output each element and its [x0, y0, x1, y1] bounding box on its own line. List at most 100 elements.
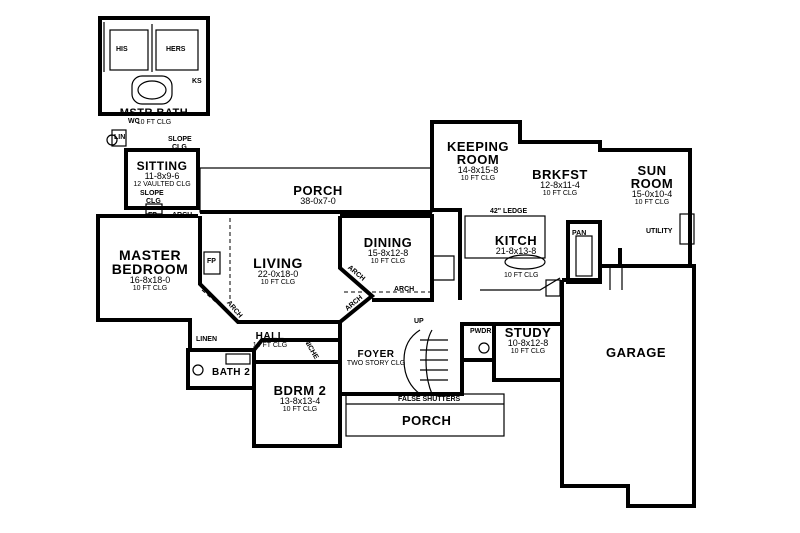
- ks-label: KS: [192, 78, 202, 85]
- sitting-dim: 11-8x9-6: [144, 171, 180, 181]
- bath2-name: BATH 2: [212, 367, 251, 378]
- front-porch-outline: [345, 393, 505, 437]
- sun-room-dim: 15-0x10-4: [631, 189, 673, 199]
- hers-closet: [155, 29, 199, 71]
- kitchen-sink-island: [504, 254, 546, 270]
- study-name: STUDY: [504, 325, 552, 340]
- sun-room-name-2: ROOM: [630, 176, 674, 191]
- porch-rear-name: PORCH: [293, 183, 343, 198]
- tub-basin: [137, 80, 167, 100]
- sun-room-label: SUN ROOM 15-0x10-4 10 FT CLG: [631, 164, 673, 206]
- pantry-shelf: [575, 235, 593, 277]
- arch-hall-label: ARCH: [394, 286, 415, 293]
- living-fireplace: [203, 251, 221, 275]
- porch-rear-label: PORCH 38-0x7-0: [293, 184, 342, 206]
- bathtub: [131, 75, 173, 105]
- hall-clg: 10 FT CLG: [252, 342, 288, 349]
- master-bedroom-label: MASTER BEDROOM 16-8x18-0 10 FT CLG: [112, 248, 189, 292]
- porch-front-name: PORCH: [402, 413, 452, 428]
- slope-clg-2b: CLG: [146, 198, 161, 205]
- keeping-room-name-1: KEEPING: [446, 139, 510, 154]
- up-label: UP: [414, 318, 424, 325]
- master-bedroom-name-2: BEDROOM: [111, 261, 189, 277]
- master-bedroom-dim: 16-8x18-0: [129, 275, 171, 285]
- study-clg: 10 FT CLG: [510, 348, 546, 355]
- study-dim: 10-8x12-8: [507, 338, 549, 348]
- sun-room-clg: 10 FT CLG: [634, 199, 670, 206]
- dining-name: DINING: [363, 235, 413, 250]
- ledge-label: 42" LEDGE: [490, 208, 528, 215]
- brkfst-label: BRKFST 12-8x11-4 10 FT CLG: [532, 168, 588, 197]
- slope-clg-2: SLOPE: [140, 190, 164, 197]
- arch-dash-3: [201, 289, 237, 321]
- stair-curve: [403, 329, 421, 395]
- keeping-room-label: KEEPING ROOM 14-8x15-8 10 FT CLG: [447, 140, 509, 182]
- sitting-clg: 12 VAULTED CLG: [133, 181, 191, 188]
- dining-dim: 15-8x12-8: [367, 248, 409, 258]
- fp-sitting-label: FP: [148, 212, 157, 219]
- living-label: LIVING 22-0x18-0 10 FT CLG: [253, 256, 303, 286]
- bdrm2-walls: [252, 360, 342, 448]
- bath2-toilet: [192, 364, 204, 376]
- pan-label: PAN: [572, 230, 587, 237]
- hers-label: HERS: [166, 46, 186, 53]
- living-name: LIVING: [253, 255, 303, 271]
- linen-label: LINEN: [196, 336, 217, 343]
- wc-box: [111, 129, 127, 147]
- bdrm2-name: BDRM 2: [273, 383, 327, 398]
- sun-room-name-1: SUN: [637, 163, 667, 178]
- brkfst-name: BRKFST: [532, 167, 588, 182]
- slope-clg-1: SLOPE: [168, 136, 192, 143]
- hall-name: HALL: [255, 331, 285, 342]
- dining-label: DINING 15-8x12-8 10 FT CLG: [364, 236, 413, 265]
- bath2-vanity: [225, 353, 251, 365]
- powder-toilet: [478, 342, 490, 354]
- mstr-bath-label: MSTR BATH 10 FT CLG: [119, 107, 189, 127]
- dining-cabinet: [431, 255, 455, 281]
- mstr-bath-clg: 10 FT CLG: [136, 119, 172, 126]
- sitting-name: SITTING: [136, 159, 188, 173]
- fp-living-label: FP: [207, 258, 216, 265]
- kitchen-counter: [480, 277, 561, 291]
- bdrm2-clg: 10 FT CLG: [282, 406, 318, 413]
- master-bedroom-clg: 10 FT CLG: [132, 285, 168, 292]
- keeping-room-clg: 10 FT CLG: [460, 175, 496, 182]
- keeping-room-dim: 14-8x15-8: [457, 165, 499, 175]
- keeping-room-walls: [430, 120, 692, 210]
- brkfst-clg: 10 FT CLG: [542, 190, 578, 197]
- kitchen-clg: 10 FT CLG: [504, 272, 539, 279]
- wc-label: WC: [128, 118, 140, 125]
- garage-walls: [560, 264, 696, 508]
- kitchen-name: KITCH: [494, 233, 538, 248]
- bdrm2-label: BDRM 2 13-8x13-4 10 FT CLG: [274, 384, 327, 413]
- hall-label: HALL 10 FT CLG: [252, 331, 288, 350]
- false-shutters-label: FALSE SHUTTERS: [398, 396, 461, 403]
- brkfst-dim: 12-8x11-4: [540, 180, 580, 190]
- foyer-clg: TWO STORY CLG: [346, 360, 406, 367]
- study-label: STUDY 10-8x12-8 10 FT CLG: [505, 326, 552, 355]
- utility-label: UTILITY: [646, 228, 673, 235]
- sitting-label: SITTING 11-8x9-6 12 VAULTED CLG: [133, 160, 190, 188]
- slope-clg-1b: CLG: [172, 144, 187, 151]
- mstr-bath-walls: [98, 16, 210, 116]
- lin-label: LIN: [114, 134, 126, 141]
- bdrm2-dim: 13-8x13-4: [279, 396, 321, 406]
- porch-rear-dim: 38-0x7-0: [300, 196, 336, 206]
- mstr-bath-name: MSTR BATH: [119, 107, 189, 119]
- kitchen-island-area: [464, 215, 546, 259]
- garage-name: GARAGE: [606, 345, 667, 360]
- living-dim: 22-0x18-0: [257, 269, 299, 279]
- his-label: HIS: [116, 46, 128, 53]
- pwdr-label: PWDR: [470, 328, 492, 335]
- utility-appliances: [679, 213, 695, 245]
- powder-walls: [460, 322, 496, 362]
- foyer-name: FOYER: [357, 349, 395, 360]
- kitchen-label: KITCH 21-8x13-8: [495, 234, 537, 256]
- toilet: [106, 134, 118, 146]
- foyer-label: FOYER TWO STORY CLG: [346, 349, 406, 368]
- keeping-room-name-2: ROOM: [456, 152, 500, 167]
- his-closet: [109, 29, 149, 71]
- master-bedroom-walls: [96, 214, 198, 336]
- kitchen-dim: 21-8x13-8: [495, 246, 537, 256]
- keeping-west-wall: [432, 208, 462, 300]
